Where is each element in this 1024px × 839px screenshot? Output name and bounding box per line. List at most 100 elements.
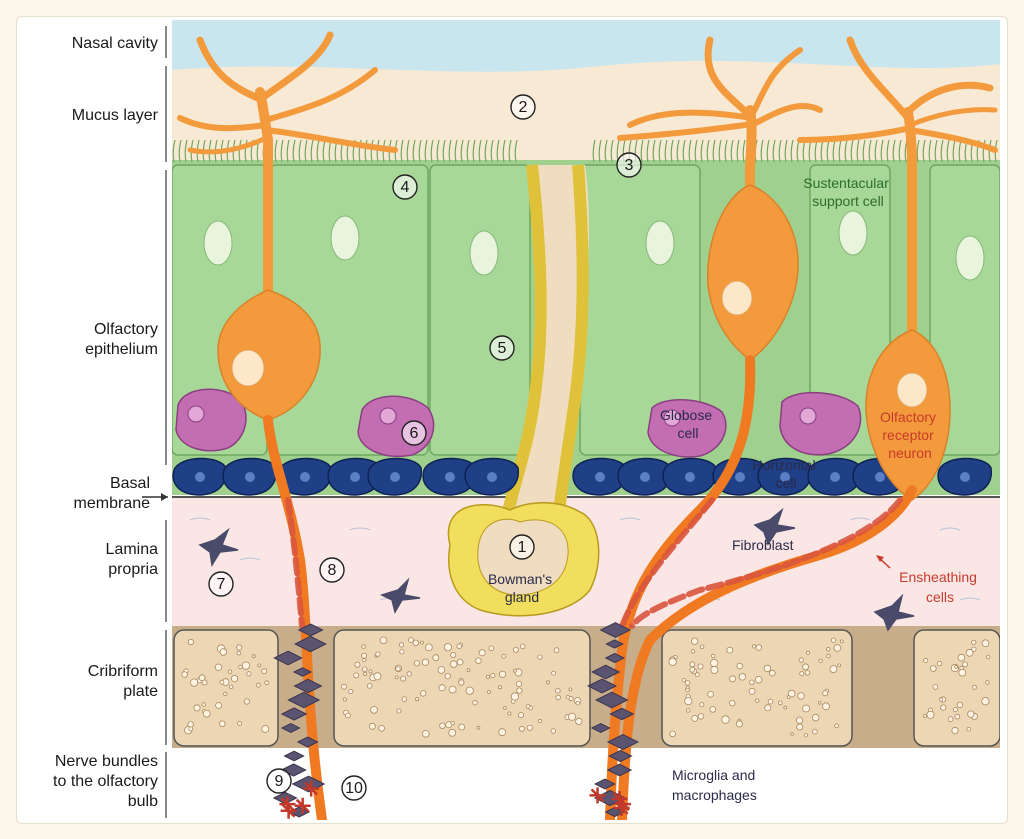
horizontal-cells — [172, 457, 993, 496]
microvillus — [298, 139, 302, 163]
cell-nucleus — [469, 230, 499, 276]
marker-circle — [341, 775, 367, 801]
bone-pore — [241, 661, 250, 670]
neuron-nucleus — [231, 349, 265, 387]
microvillus — [712, 139, 716, 163]
cell-nucleus — [245, 472, 255, 482]
bone-pore — [830, 637, 837, 643]
bone-pore — [485, 674, 490, 679]
bone-pore — [236, 650, 242, 656]
bone-pore — [923, 657, 929, 663]
microglia-cell — [608, 749, 633, 763]
bone-pore — [361, 652, 368, 659]
bone-pore — [379, 636, 388, 645]
globose-label: Globose cell — [660, 407, 716, 441]
bone-block — [913, 629, 1000, 747]
bone-pore — [689, 666, 696, 673]
sustentacular-cell — [429, 164, 531, 456]
bone-pore — [368, 722, 376, 730]
bone-pore — [938, 697, 944, 702]
bone-pore — [370, 706, 378, 714]
microglia-cell — [280, 707, 308, 721]
microglia-label-line: macrophages — [672, 787, 757, 803]
microvillus — [280, 139, 284, 163]
macrophage — [613, 799, 630, 816]
microglia-cell — [287, 691, 321, 709]
bone-pore — [748, 688, 756, 695]
bone-pore — [555, 694, 561, 701]
sustentacular-label: Sustentacular support cell — [803, 175, 893, 209]
bone-pore — [399, 649, 405, 655]
bone-pore — [257, 663, 262, 668]
orn-label-line: neuron — [888, 445, 932, 461]
bone-pore — [472, 699, 478, 706]
microglia-cell — [604, 652, 626, 664]
bone-pore — [507, 711, 512, 716]
sustentacular-nuclei — [203, 210, 985, 281]
bone-pore — [354, 661, 361, 668]
bone-pore — [985, 680, 990, 685]
microvillus — [592, 139, 596, 163]
ensheathing-sheath — [619, 497, 715, 629]
bone-pore — [575, 701, 580, 706]
microvillus — [988, 139, 992, 163]
bone-pore — [690, 649, 696, 654]
ensheathing-label-line: cells — [926, 589, 954, 605]
fibroblast-label: Fibroblast — [732, 537, 794, 553]
bone-pore — [443, 643, 452, 652]
microvillus — [730, 139, 734, 163]
cell-nucleus — [487, 472, 497, 482]
bone-pore — [448, 685, 457, 694]
bone-pore — [438, 684, 446, 692]
bone-pore — [957, 653, 966, 662]
bone-pore — [353, 672, 360, 679]
microglia-cell — [287, 806, 311, 818]
bone-pore — [412, 639, 419, 646]
bone-pore — [805, 650, 811, 656]
microvillus — [418, 139, 422, 163]
microvillus — [676, 139, 680, 163]
microvillus — [370, 139, 374, 163]
label-lamina-propria: Lamina propria — [8, 540, 158, 580]
globose-cells — [175, 388, 862, 458]
bone-pore — [342, 697, 347, 702]
marker-number: 4 — [401, 179, 410, 196]
bone-pore — [458, 679, 465, 686]
microvillus — [448, 139, 452, 163]
globose-nuclei — [187, 405, 817, 427]
bone-pore — [755, 644, 762, 651]
bone-pore — [768, 669, 776, 677]
olfactory-neuron — [177, 31, 398, 295]
label-line: Cribriform — [87, 663, 158, 680]
bone-pore — [513, 668, 517, 673]
cell-nucleus — [330, 215, 360, 261]
cell-nucleus — [685, 472, 695, 482]
microvillus — [316, 139, 320, 163]
bone-pore — [951, 726, 959, 735]
bone-pore — [736, 662, 743, 670]
microglia-cell — [594, 778, 616, 790]
neuron-axon — [617, 485, 917, 820]
cell-nucleus — [838, 210, 868, 256]
bone-pore — [822, 690, 829, 697]
label-line: epithelium — [85, 341, 158, 358]
microvillus — [934, 139, 938, 163]
bone-pore — [729, 700, 736, 707]
microvillus — [670, 139, 674, 163]
ensheathing-cell-sheaths — [285, 497, 903, 629]
cell-nucleus — [300, 472, 310, 482]
microvillus — [514, 139, 518, 163]
bone-pore — [345, 712, 351, 719]
bone-pore — [219, 679, 225, 685]
bone-pore — [246, 671, 252, 677]
bone-pore — [834, 723, 839, 729]
microvillus — [856, 139, 860, 163]
marker-number: 10 — [345, 780, 363, 797]
cell-nucleus — [390, 472, 400, 482]
bone-pore — [947, 716, 954, 722]
label-line: Nerve bundles — [54, 753, 158, 770]
label-mucus-layer: Mucus layer — [8, 106, 158, 126]
bone-pore — [763, 664, 772, 673]
marker-circle — [392, 174, 418, 200]
bone-pore — [940, 704, 947, 711]
